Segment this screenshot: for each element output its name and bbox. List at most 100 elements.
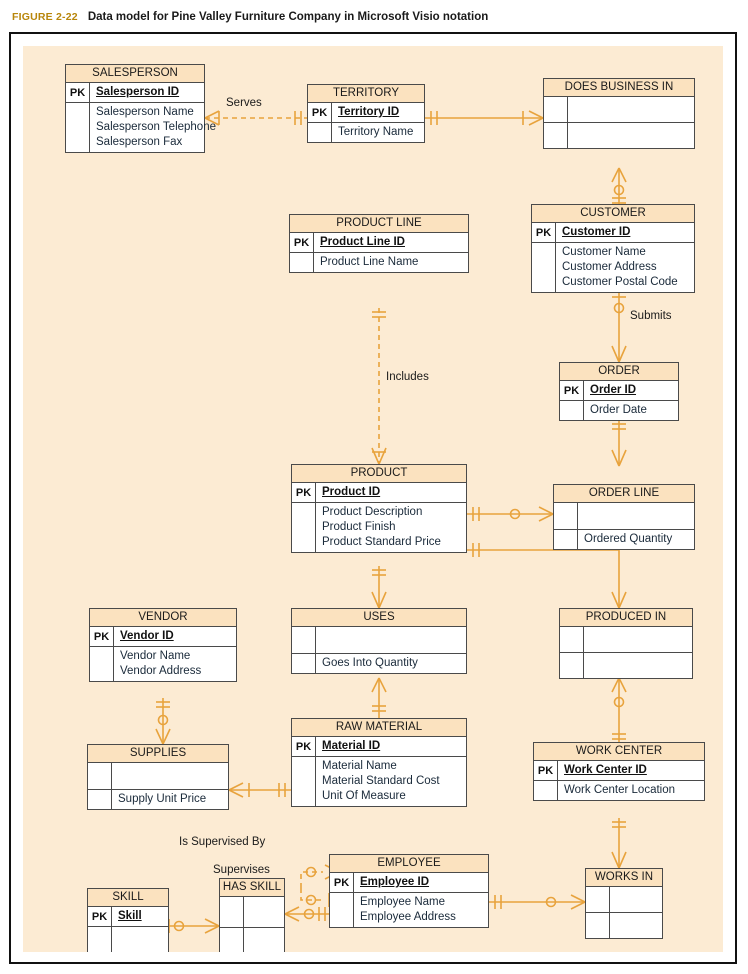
connector-territory-doesbusinessin xyxy=(425,110,544,126)
entity-order[interactable]: ORDER PK Order ID Order Date xyxy=(559,362,679,421)
entity-works-in[interactable]: WORKS IN xyxy=(585,868,663,939)
connector-employee-worksin xyxy=(489,894,586,910)
entity-title: PRODUCT xyxy=(292,465,466,483)
attribute-key: Territory ID xyxy=(338,106,400,118)
entity-key-section: PK Product ID xyxy=(292,483,466,503)
pk-spacer xyxy=(554,503,578,529)
pk-marker: PK xyxy=(534,761,558,780)
connector-product-uses xyxy=(371,566,387,609)
entity-salesperson[interactable]: SALESPERSON PK Salesperson ID Salesperso… xyxy=(65,64,216,153)
pk-marker: PK xyxy=(560,381,584,400)
attribute-key: Product Line ID xyxy=(320,236,405,248)
attribute: Employee Name xyxy=(360,896,446,908)
entity-key-section: PK Salesperson ID xyxy=(66,83,204,103)
pk-spacer xyxy=(66,103,90,152)
pk-spacer xyxy=(88,763,112,789)
attribute-key: Work Center ID xyxy=(564,764,647,776)
entity-title: PRODUCED IN xyxy=(560,609,692,627)
entity-order-line[interactable]: ORDER LINE Ordered Quantity xyxy=(553,484,695,550)
attribute: Salesperson Telephone xyxy=(96,121,216,133)
relationship-label-supervises: Supervises xyxy=(213,864,270,876)
entity-title: EMPLOYEE xyxy=(330,855,488,873)
entity-produced-in[interactable]: PRODUCED IN xyxy=(559,608,693,679)
entity-supplies[interactable]: SUPPLIES Supply Unit Price xyxy=(87,744,229,810)
attribute: Customer Address xyxy=(562,261,657,273)
entity-title: SUPPLIES xyxy=(88,745,228,763)
attribute: Work Center Location xyxy=(564,784,676,796)
attribute-key xyxy=(250,899,284,914)
entity-title: WORK CENTER xyxy=(534,743,704,761)
key-attributes xyxy=(584,627,692,652)
pk-spacer xyxy=(560,627,584,652)
entity-vendor[interactable]: VENDOR PK Vendor ID Vendor Name Vendor A… xyxy=(89,608,237,682)
pk-spacer xyxy=(532,243,556,292)
entity-territory[interactable]: TERRITORY PK Territory ID Territory Name xyxy=(307,84,425,143)
entity-key-section: PK Skill xyxy=(88,907,168,927)
entity-skill[interactable]: SKILL PK Skill xyxy=(87,888,169,952)
attribute-key xyxy=(616,889,662,904)
connector-supplies-rawmaterial xyxy=(228,782,295,798)
pk-spacer xyxy=(544,123,568,148)
entity-attr-section: Work Center Location xyxy=(534,781,704,800)
entity-attr-section: Goes Into Quantity xyxy=(292,654,466,673)
diagram-frame: SALESPERSON PK Salesperson ID Salesperso… xyxy=(9,32,737,964)
attribute-key xyxy=(590,629,692,644)
connector-product-producedin xyxy=(467,543,627,609)
entity-attr-section: Material Name Material Standard Cost Uni… xyxy=(292,757,466,806)
attributes: Salesperson Name Salesperson Telephone S… xyxy=(90,103,216,152)
pk-spacer xyxy=(88,927,112,952)
entity-work-center[interactable]: WORK CENTER PK Work Center ID Work Cente… xyxy=(533,742,705,801)
attribute: Territory Name xyxy=(338,126,414,138)
attribute-key xyxy=(322,629,466,644)
key-attributes xyxy=(610,887,662,912)
key-attributes xyxy=(578,503,694,529)
entity-raw-material[interactable]: RAW MATERIAL PK Material ID Material Nam… xyxy=(291,718,467,807)
attribute: Vendor Name xyxy=(120,650,191,662)
relationship-label-submits: Submits xyxy=(630,310,672,322)
entity-uses[interactable]: USES Goes Into Quantity xyxy=(291,608,467,674)
relationship-label-is-supervised-by: Is Supervised By xyxy=(179,836,266,848)
attribute-key xyxy=(584,505,694,520)
attributes: Material Name Material Standard Cost Uni… xyxy=(316,757,466,806)
attributes: Employee Name Employee Address xyxy=(354,893,488,927)
entity-attr-section: Employee Name Employee Address xyxy=(330,893,488,927)
connector-order-orderline xyxy=(611,418,627,467)
key-attributes: Skill xyxy=(112,907,168,926)
attributes: Product Description Product Finish Produ… xyxy=(316,503,466,552)
entity-has-skill[interactable]: HAS SKILL xyxy=(219,878,285,952)
key-attributes: Product ID xyxy=(316,483,466,502)
pk-marker: PK xyxy=(532,223,556,242)
entity-key-section xyxy=(544,97,694,123)
entity-attr-section: Ordered Quantity xyxy=(554,530,694,549)
attribute-key: Vendor ID xyxy=(120,630,174,642)
connector-hasskill-employee xyxy=(284,906,339,922)
entity-does-business-in[interactable]: DOES BUSINESS IN xyxy=(543,78,695,149)
entity-customer[interactable]: CUSTOMER PK Customer ID Customer Name Cu… xyxy=(531,204,695,293)
attributes: Territory Name xyxy=(332,123,424,142)
figure-caption: FIGURE 2-22 Data model for Pine Valley F… xyxy=(12,6,736,28)
connector-doesbusinessin-customer xyxy=(611,167,627,204)
pk-spacer xyxy=(534,781,558,800)
connector-employee-supervises xyxy=(300,888,330,907)
entity-title: DOES BUSINESS IN xyxy=(544,79,694,97)
attribute-key: Product ID xyxy=(322,486,381,498)
entity-product-line[interactable]: PRODUCT LINE PK Product Line ID Product … xyxy=(289,214,469,273)
entity-attr-section: Vendor Name Vendor Address xyxy=(90,647,236,681)
attributes: Order Date xyxy=(584,401,678,420)
relationship-label-includes: Includes xyxy=(386,371,429,383)
key-attributes: Material ID xyxy=(316,737,466,756)
entity-employee[interactable]: EMPLOYEE PK Employee ID Employee Name Em… xyxy=(329,854,489,928)
entity-title: SALESPERSON xyxy=(66,65,204,83)
pk-spacer xyxy=(560,653,584,678)
key-attributes xyxy=(568,97,694,122)
entity-attr-section: Product Line Name xyxy=(290,253,468,272)
pk-spacer xyxy=(290,253,314,272)
entity-attr-section: Customer Name Customer Address Customer … xyxy=(532,243,694,292)
entity-key-section: PK Customer ID xyxy=(532,223,694,243)
pk-marker: PK xyxy=(330,873,354,892)
figure-number: FIGURE 2-22 xyxy=(12,11,78,23)
entity-key-section xyxy=(220,897,284,928)
pk-marker: PK xyxy=(290,233,314,252)
entity-product[interactable]: PRODUCT PK Product ID Product Descriptio… xyxy=(291,464,467,553)
pk-spacer xyxy=(586,913,610,938)
